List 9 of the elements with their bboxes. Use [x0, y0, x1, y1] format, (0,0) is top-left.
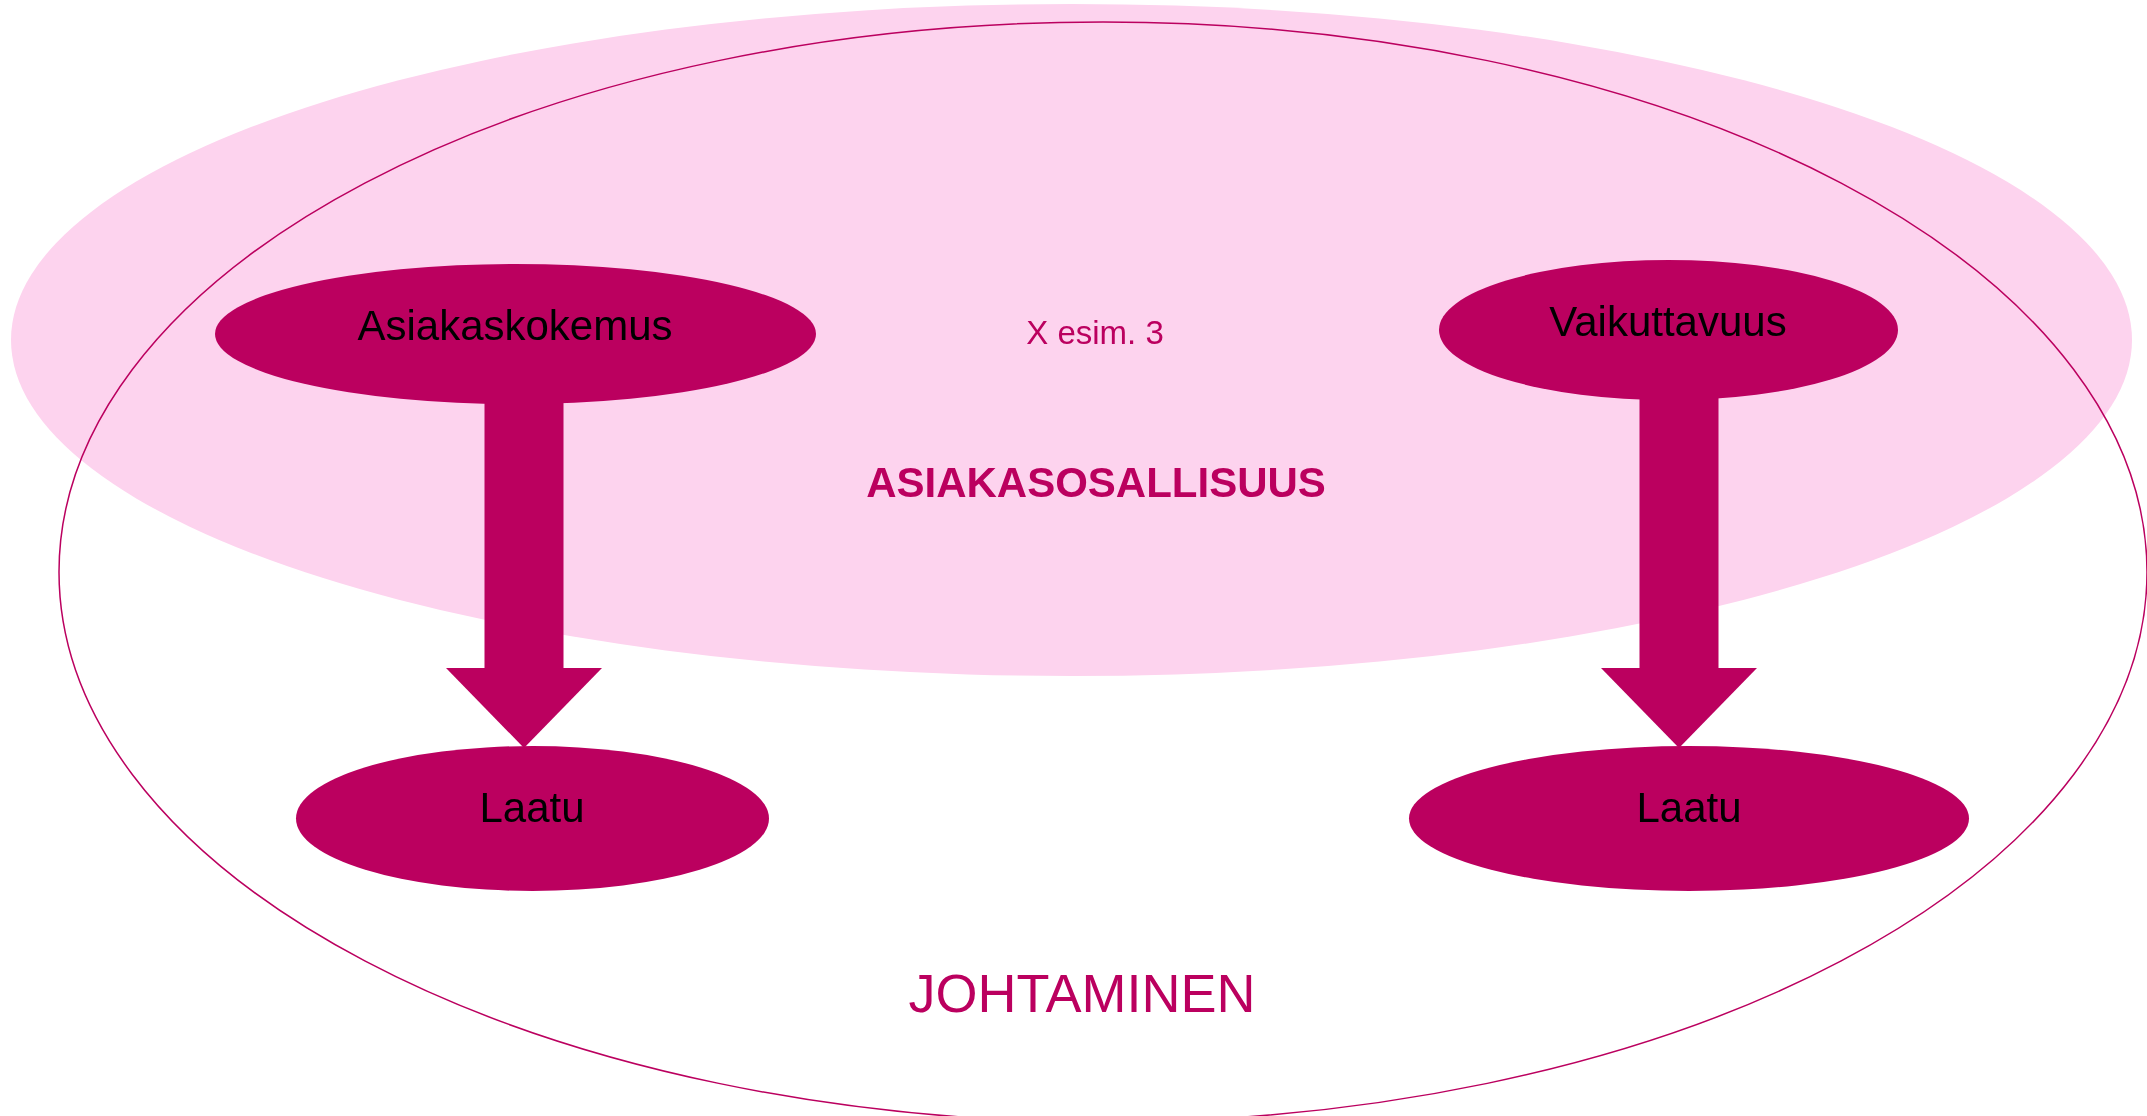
block-arrow [446, 402, 602, 748]
node-label: JOHTAMINEN [908, 961, 1256, 1025]
node-label: Vaikuttavuus [1549, 297, 1787, 347]
node-label: Asiakaskokemus [357, 301, 673, 351]
block-arrow [1601, 398, 1757, 748]
node-label: Laatu [479, 783, 585, 833]
text-label: X esim. 3 [1026, 314, 1164, 352]
node-label: Laatu [1636, 783, 1742, 833]
node-label: ASIAKASOSALLISUUS [866, 458, 1326, 508]
